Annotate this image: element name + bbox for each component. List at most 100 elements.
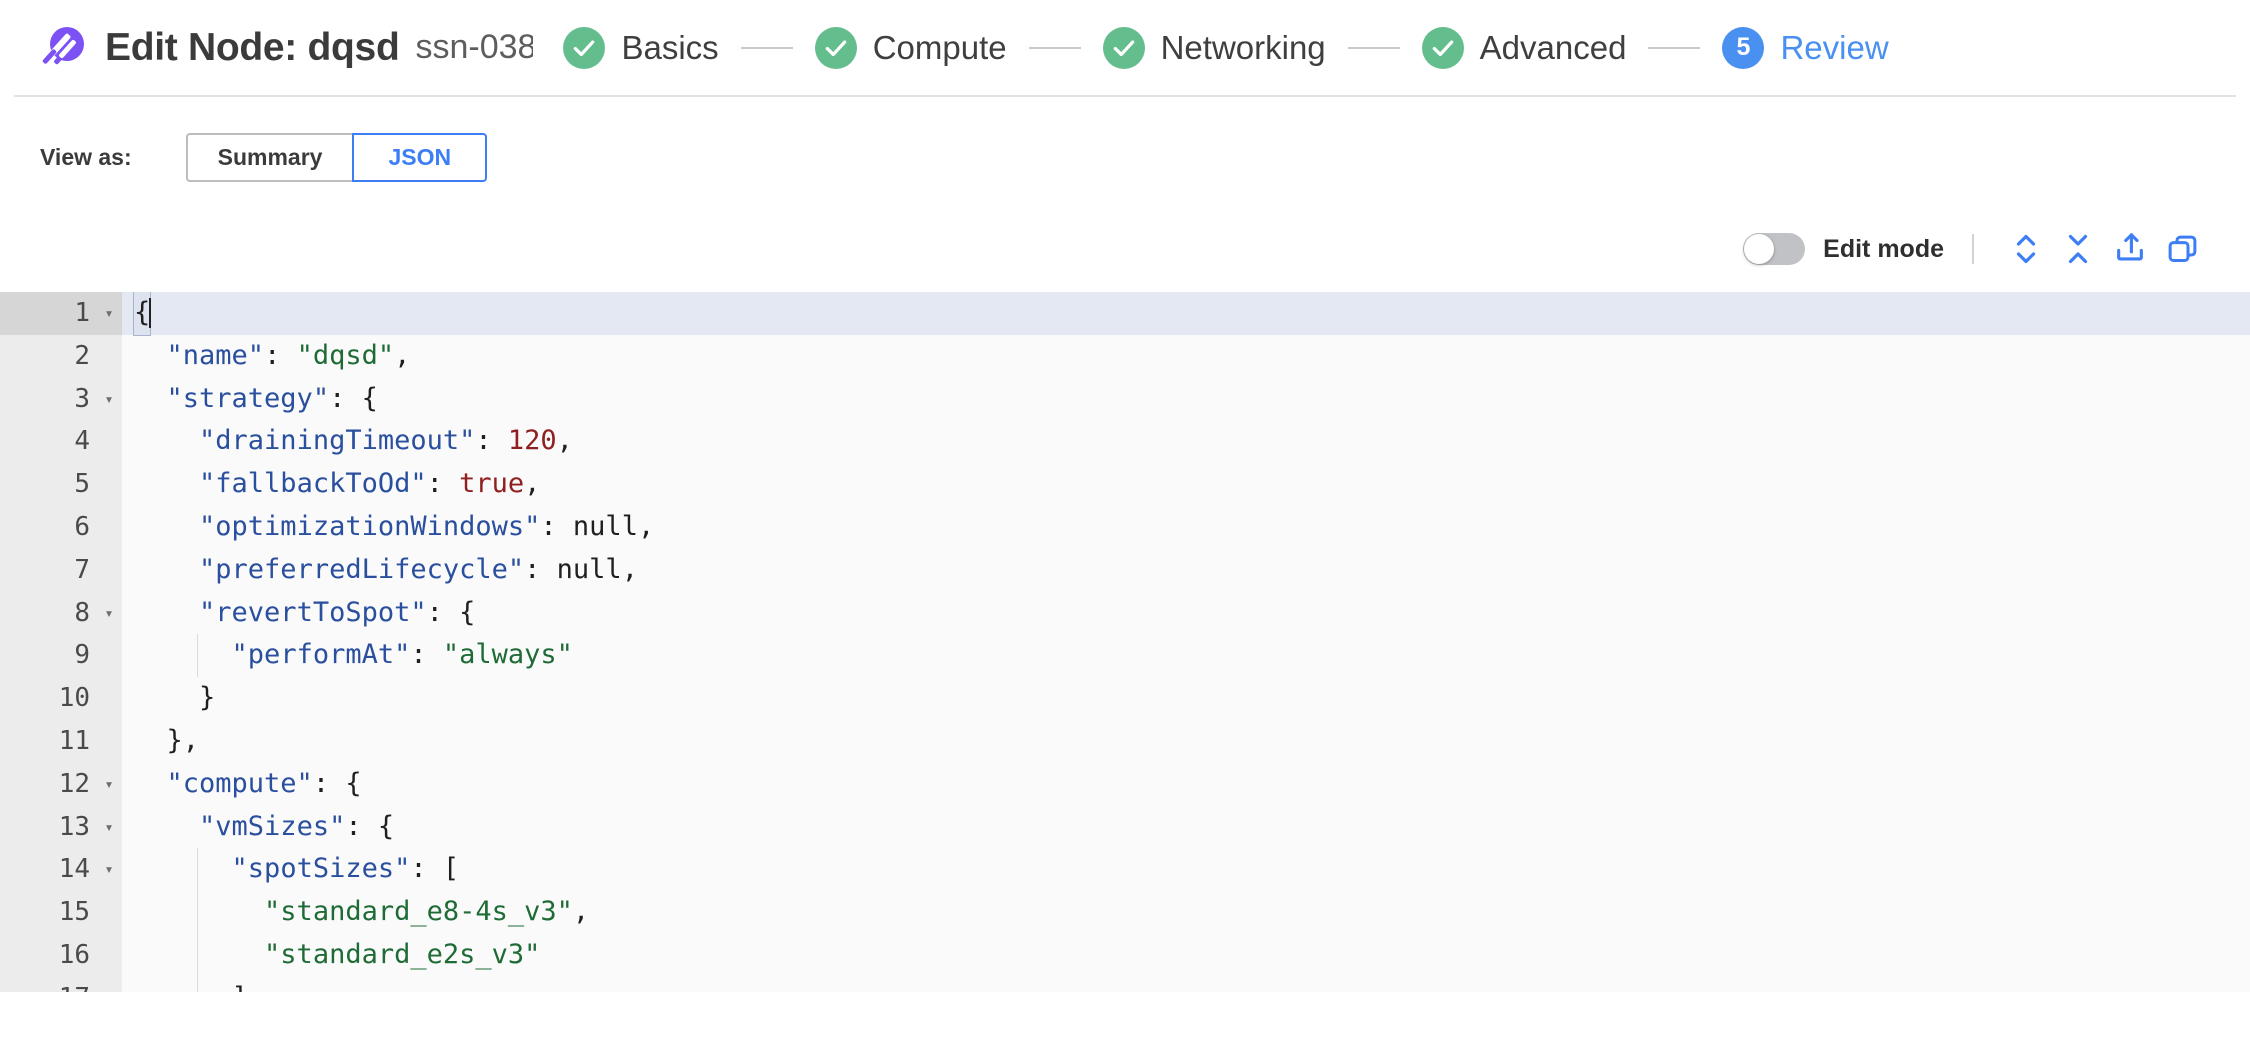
code-line-text: "compute": { [122,763,2250,806]
code-indent [134,677,199,720]
code-line[interactable]: 16 "standard_e2s_v3" [0,933,2250,977]
indent-guide [196,891,198,934]
code-line-text: "drainingTimeout": 120, [122,420,2250,463]
code-indent [134,463,199,506]
code-token: }, [166,724,200,756]
code-line[interactable]: 15 "standard_e8-4s_v3", [0,891,2250,934]
code-line[interactable]: 13▾ "vmSizes": { [0,805,2250,849]
code-line-text: "standard_e8-4s_v3", [122,891,2250,934]
fold-toggle-icon[interactable]: ▾ [96,591,122,635]
code-token: , [524,468,541,500]
code-token: "revertToSpot" [199,596,427,628]
code-token: "name" [166,339,265,371]
code-line[interactable]: 14▾ "spotSizes": [ [0,848,2250,892]
code-line[interactable]: 7 "preferredLifecycle": null, [0,548,2250,592]
line-number: 11 [0,719,96,763]
code-indent [134,934,264,977]
stepper-item-compute[interactable]: Compute [814,26,1007,69]
code-line[interactable]: 3▾ "strategy": { [0,377,2250,421]
line-number: 3 [0,377,96,421]
edit-mode-label: Edit mode [1823,234,1944,263]
fold-placeholder [96,420,122,464]
code-line[interactable]: 4 "drainingTimeout": 120, [0,420,2250,464]
code-line-text: "spotSizes": [ [122,848,2250,892]
code-line[interactable]: 10 } [0,677,2250,720]
code-token: , [637,510,655,542]
code-line[interactable]: 5 "fallbackToOd": true, [0,463,2250,506]
view-as-segmented-control[interactable]: Summary JSON [185,133,488,182]
view-as-row: View as: Summary JSON [0,97,2250,182]
code-line-text: "revertToSpot": { [122,592,2250,635]
code-indent [134,977,232,992]
code-line-text: "name": "dqsd", [122,335,2250,378]
code-line-text: "strategy": { [122,378,2250,421]
code-line[interactable]: 9 "performAt": "always" [0,634,2250,678]
code-token: , [572,896,590,928]
code-line[interactable]: 8▾ "revertToSpot": { [0,591,2250,635]
code-token: : { [345,810,395,842]
step-connector [740,46,793,49]
fold-toggle-icon[interactable]: ▾ [96,292,122,335]
spot-logo-icon [39,25,85,71]
code-line[interactable]: 11 }, [0,719,2250,763]
stepper-item-label: Networking [1160,28,1326,66]
view-as-label: View as: [40,144,132,170]
line-number: 4 [0,420,96,464]
edit-mode-toggle[interactable] [1743,233,1806,265]
code-indent [134,634,232,677]
fold-placeholder [96,505,122,549]
code-token: true [459,468,525,500]
code-token: : [540,510,573,542]
json-code-editor[interactable]: 1▾{2 "name": "dqsd",3▾ "strategy": {4 "d… [0,292,2250,992]
fold-toggle-icon[interactable]: ▾ [96,762,122,806]
stepper-item-label: Review [1780,28,1889,66]
text-caret [149,298,152,329]
code-line[interactable]: 17 ], [0,976,2250,992]
line-number: 17 [0,976,96,992]
fold-placeholder [96,976,122,992]
code-line-text: "performAt": "always" [122,634,2250,678]
fold-placeholder [96,334,122,378]
code-line[interactable]: 6 "optimizationWindows": null, [0,505,2250,549]
indent-guide [196,976,198,992]
fold-placeholder [96,891,122,934]
code-token: , [394,339,411,371]
fold-toggle-icon[interactable]: ▾ [96,848,122,892]
code-line[interactable]: 2 "name": "dqsd", [0,334,2250,378]
fold-toggle-icon[interactable]: ▾ [96,377,122,421]
line-number: 1 [0,292,96,335]
fold-placeholder [96,634,122,678]
code-token: "standard_e8-4s_v3" [264,896,573,928]
line-number: 12 [0,762,96,806]
stepper-item-basics[interactable]: Basics [563,26,719,69]
collapse-all-icon[interactable] [2052,229,2104,269]
code-line-text: }, [122,720,2250,763]
code-token: "compute" [166,767,313,799]
stepper-item-networking[interactable]: Networking [1102,26,1326,69]
line-number: 5 [0,463,96,506]
code-token: , [621,553,638,585]
copy-icon[interactable] [2156,229,2208,269]
code-token: } [199,682,216,714]
view-as-option-json[interactable]: JSON [352,133,488,182]
fold-placeholder [96,463,122,506]
code-indent [134,378,167,421]
code-token: : [410,639,443,671]
export-icon[interactable] [2104,229,2156,269]
code-line[interactable]: 1▾{ [0,292,2250,336]
step-connector [1648,46,1701,49]
code-token: "strategy" [166,382,330,414]
code-token: "optimizationWindows" [199,510,541,542]
line-number: 13 [0,805,96,849]
code-token: "standard_e2s_v3" [264,938,541,970]
check-icon [563,26,606,69]
check-icon [1102,26,1145,69]
view-as-option-summary[interactable]: Summary [185,133,353,182]
code-line[interactable]: 12▾ "compute": { [0,762,2250,806]
expand-all-icon[interactable] [2000,229,2052,269]
page-title: Edit Node: dqsd [105,25,400,69]
stepper-item-advanced[interactable]: Advanced [1421,26,1626,69]
fold-toggle-icon[interactable]: ▾ [96,805,122,849]
line-number: 9 [0,634,96,678]
